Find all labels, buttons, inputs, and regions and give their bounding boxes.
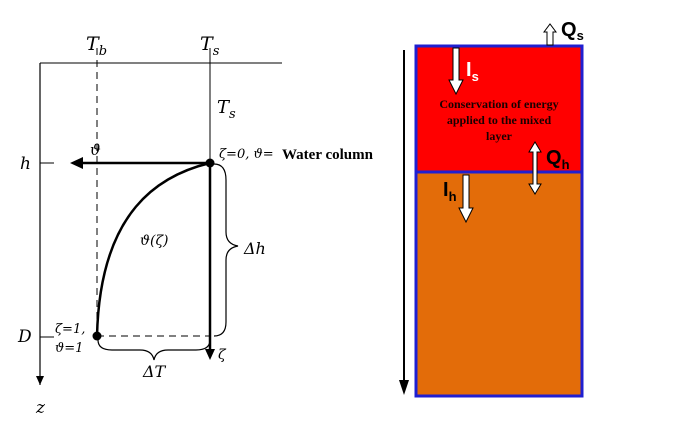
profile-curve [95, 161, 211, 337]
surface-point-label: ζ=0, ϑ= [219, 147, 274, 162]
ts-subscript: s [213, 44, 220, 59]
delta-t-brace [97, 339, 211, 361]
mixed-layer-text-1: Conservation of energy [439, 97, 558, 111]
is-subscript: s [472, 69, 479, 84]
svg-text:Qh: Qh [546, 147, 570, 172]
delta-t-label: ΔT [142, 362, 167, 381]
h-label: h [20, 154, 31, 174]
ih-label: I [443, 179, 449, 201]
zeta-arrowhead [205, 349, 215, 360]
ts-right-subscript: s [229, 107, 236, 122]
z-label: z [35, 398, 46, 418]
qh-double-arrow-icon [528, 141, 542, 195]
is-label: I [466, 59, 472, 81]
ts-right-label: T [217, 97, 231, 118]
is-arrow-icon [448, 47, 464, 96]
tb-label: T [86, 33, 100, 55]
svg-text:Ts: Ts [200, 33, 220, 59]
svg-text:Tb: Tb [86, 33, 107, 59]
mixed-layer-text-3: layer [486, 129, 513, 143]
deep-layer-box [414, 170, 584, 398]
qh-label: Q [546, 147, 562, 169]
qh-subscript: h [562, 157, 570, 172]
theta-label: ϑ [90, 141, 101, 159]
surface-point [205, 158, 215, 168]
delta-h-label: Δh [243, 239, 266, 258]
svg-text:Qs: Qs [561, 19, 584, 43]
bottom-point-label-1: ζ=1, [55, 322, 85, 337]
tb-subscript: b [99, 44, 107, 59]
mixed-layer-box [414, 44, 584, 174]
qs-subscript: s [577, 28, 584, 43]
ih-arrow-icon [458, 174, 474, 224]
delta-h-brace [213, 163, 239, 337]
qs-label: Q [561, 19, 577, 41]
theta-arrowhead [70, 157, 83, 169]
d-label: D [17, 327, 32, 347]
curve-label: ϑ(ζ) [140, 233, 169, 249]
mixed-layer-text-2: applied to the mixed [447, 113, 552, 127]
ts-label: T [200, 33, 214, 55]
svg-text:Is: Is [466, 59, 479, 84]
zeta-label: ζ [218, 347, 227, 363]
bottom-point-label-2: ϑ=1 [55, 341, 83, 356]
ih-subscript: h [449, 189, 457, 204]
qs-arrow-icon [543, 23, 557, 46]
depth-arrowhead [399, 380, 409, 395]
bottom-point [92, 331, 102, 341]
svg-text:Ts: Ts [217, 97, 236, 122]
svg-text:Ih: Ih [443, 179, 457, 204]
water-column-label: Water column [282, 147, 374, 163]
